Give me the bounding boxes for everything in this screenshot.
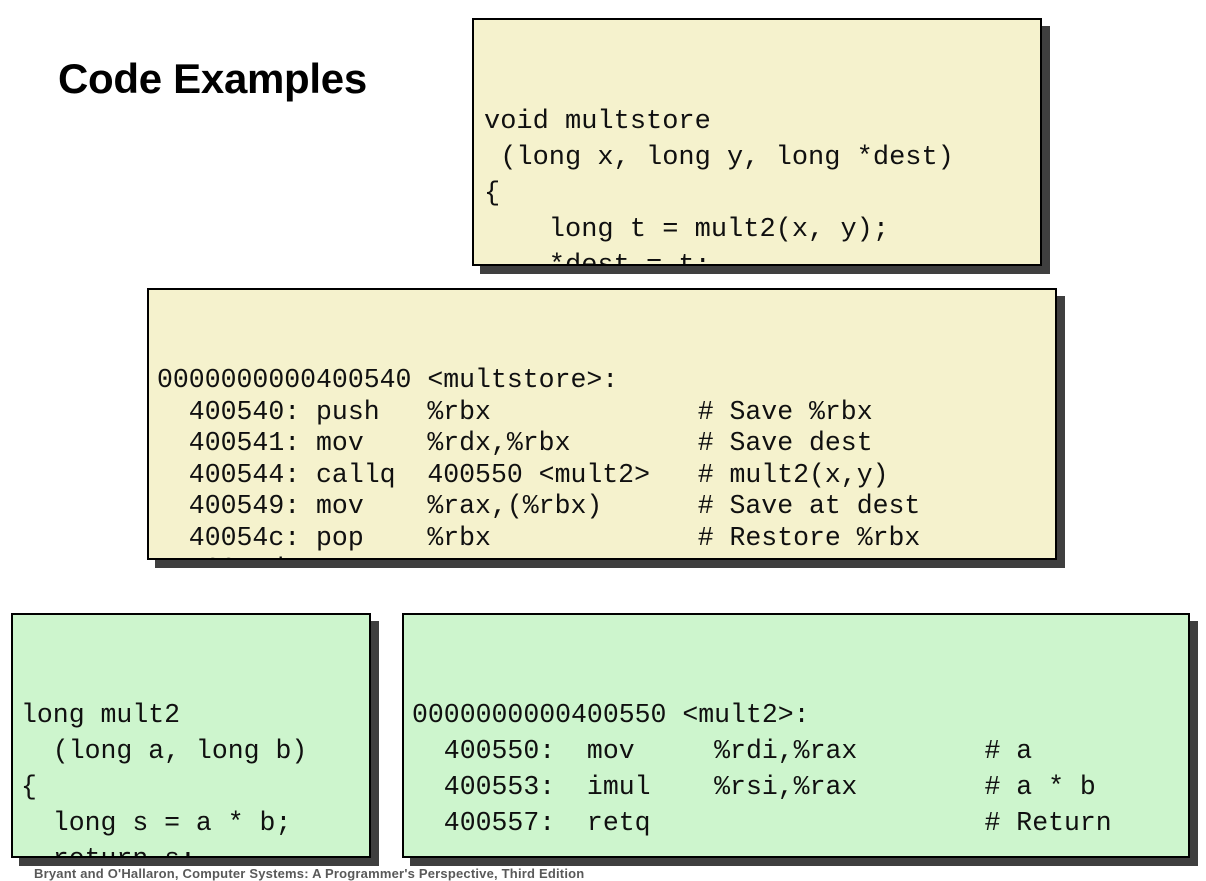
code-box-c-multstore: void multstore (long x, long y, long *de… bbox=[472, 18, 1042, 266]
code-text-c-multstore: void multstore (long x, long y, long *de… bbox=[484, 107, 954, 266]
page-title: Code Examples bbox=[58, 55, 367, 102]
code-text-c-mult2: long mult2 (long a, long b) { long s = a… bbox=[21, 700, 308, 856]
slide-footer-attribution: Bryant and O'Hallaron, Computer Systems:… bbox=[34, 866, 585, 881]
code-box-asm-mult2: 0000000000400550 <mult2>: 400550: mov %r… bbox=[402, 613, 1190, 858]
code-text-asm-multstore: 0000000000400540 <multstore>: 400540: pu… bbox=[157, 365, 921, 558]
code-text-asm-mult2: 0000000000400550 <mult2>: 400550: mov %r… bbox=[412, 700, 1112, 838]
code-box-asm-multstore: 0000000000400540 <multstore>: 400540: pu… bbox=[147, 288, 1057, 560]
code-box-c-mult2: long mult2 (long a, long b) { long s = a… bbox=[11, 613, 371, 858]
